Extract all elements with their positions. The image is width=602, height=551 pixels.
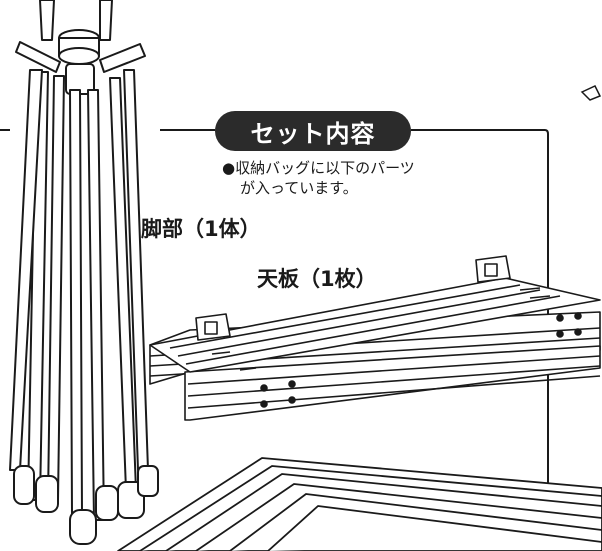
legs-label: 脚部（1体） [141,217,261,241]
contents-note: ●収納バッグに以下のパーツ が入っています。 [222,158,415,198]
note-line-1: 収納バッグに以下のパーツ [235,159,415,177]
note-line-2: が入っています。 [240,179,358,197]
bullet-icon: ● [222,159,236,177]
section-title: セット内容 [215,111,411,151]
tabletop-label: 天板（1枚） [257,267,377,291]
cropped-part-fragment [580,85,602,101]
